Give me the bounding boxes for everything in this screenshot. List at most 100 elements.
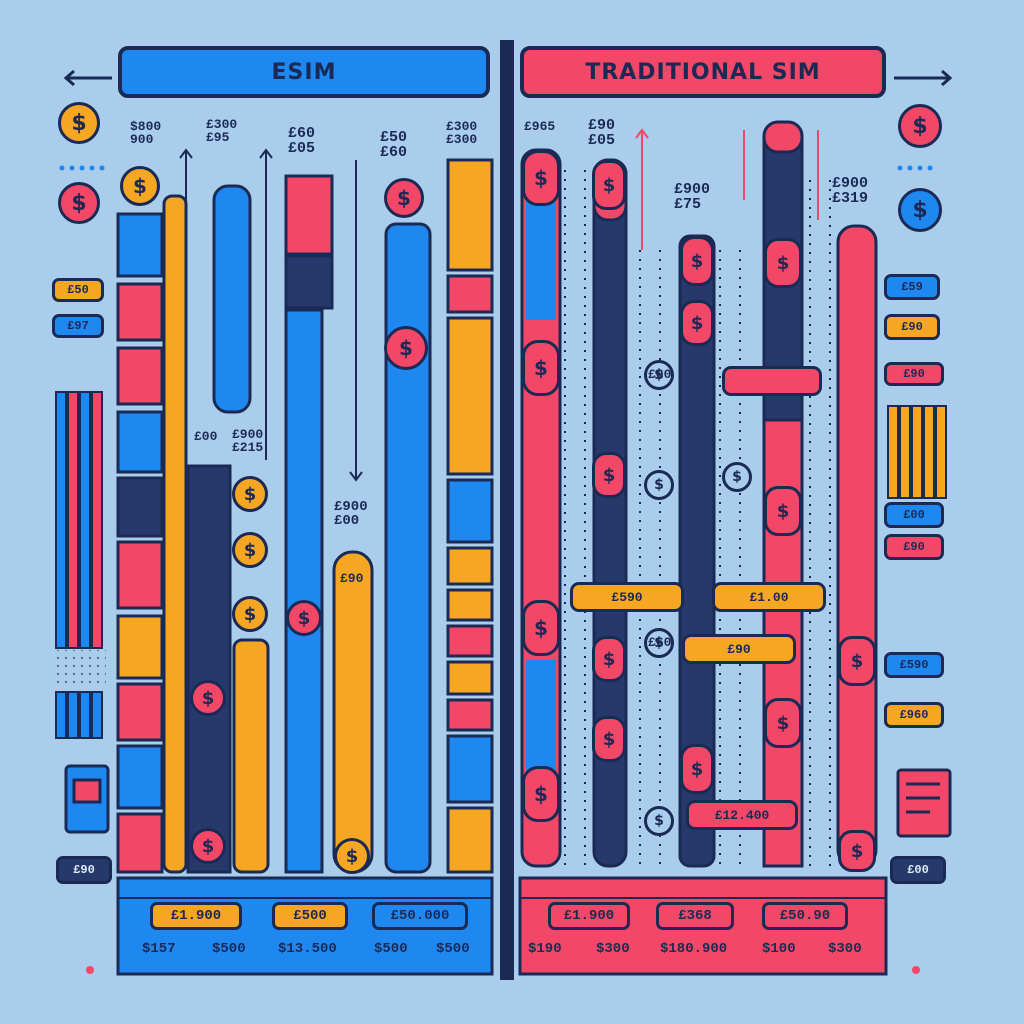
right-price-tag: £90 [884, 362, 944, 386]
right-price-tag: £59 [884, 274, 940, 300]
dollar-coin-icon: $ [644, 806, 674, 836]
esim-summary-sub: $157 [142, 941, 176, 957]
dollar-coin-icon: $ [592, 452, 626, 498]
esim-bar-blue-2 [384, 222, 432, 874]
trad-summary-sub: $100 [762, 941, 796, 957]
dollar-coin-icon: $ [384, 326, 428, 370]
dollar-coin-icon: $ [190, 828, 226, 864]
trad-label-4: £900 £319 [832, 175, 869, 207]
right-document-icon [896, 768, 952, 838]
dollar-coin-icon: $ [680, 744, 714, 794]
dollar-coin-icon: $ [120, 166, 160, 206]
esim-summary-sub: $13.500 [278, 941, 337, 957]
corner-price-tag: £00 [890, 856, 946, 884]
traditional-sim-header-label: TRADITIONAL SIM [585, 59, 821, 85]
right-price-tag: £90 [884, 534, 944, 560]
dollar-coin-icon: $ [680, 236, 714, 286]
esim-stacked-blocks [116, 212, 164, 874]
trad-price-pill: £590 [570, 582, 684, 612]
trad-price-pill [722, 366, 822, 396]
dollar-coin-icon: $ [58, 102, 100, 144]
esim-right-stack [446, 158, 494, 874]
trad-label-3: £900 £75 [674, 181, 711, 213]
trad-label-2: £90 £05 [588, 117, 616, 149]
dollar-coin-icon: $ [764, 486, 802, 536]
sim-card-icon [64, 764, 110, 834]
dollar-coin-icon: $ [334, 838, 370, 874]
esim-bar-orange-1 [162, 194, 188, 874]
right-price-tag: £590 [884, 652, 944, 678]
dollar-coin-icon: $ [764, 238, 802, 288]
esim-summary-sub: $500 [212, 941, 246, 957]
esim-summary-sub: $500 [374, 941, 408, 957]
dollar-coin-icon: $ [898, 188, 942, 232]
dollar-coin-icon: $ [838, 830, 876, 872]
esim-label-1: $800 900 [130, 119, 162, 147]
dotted-separators [59, 165, 933, 171]
dollar-coin-icon: $ [644, 470, 674, 500]
dollar-coin-icon: $ [286, 600, 322, 636]
right-price-tag: £960 [884, 702, 944, 728]
dollar-coin-icon: $ [522, 340, 560, 396]
esim-bar-blue-tall [284, 308, 324, 874]
esim-summary-value: £50.000 [372, 902, 468, 930]
esim-label-9: £90 [340, 571, 364, 586]
trad-bar-red-2 [836, 224, 878, 868]
dollar-coin-icon: $ [190, 680, 226, 716]
header-arrows [63, 69, 953, 87]
esim-label-3: £60 £05 [288, 125, 316, 157]
dollar-coin-icon: $ [384, 178, 424, 218]
dollar-coin-icon: $ [522, 766, 560, 822]
traditional-sim-header: TRADITIONAL SIM [520, 46, 886, 98]
esim-label-4: £50 £60 [380, 129, 408, 161]
trad-price-pill: £1.00 [712, 582, 826, 612]
dollar-coin-icon: $ [838, 636, 876, 686]
trad-summary-sub: $190 [528, 941, 562, 957]
trad-summary-sub: $180.900 [660, 941, 728, 957]
right-price-tag: £00 [884, 502, 944, 528]
esim-red-cap [284, 174, 334, 256]
trad-summary-sub: $300 [828, 941, 862, 957]
dollar-coin-icon: $ [58, 182, 100, 224]
corner-price-tag: £90 [56, 856, 112, 884]
dollar-coin-icon: $ [644, 628, 674, 658]
esim-label-8: £900 £00 [334, 499, 368, 529]
dollar-coin-icon: $ [592, 716, 626, 762]
trad-summary-value: £368 [656, 902, 734, 930]
dollar-coin-icon: $ [722, 462, 752, 492]
right-decor-bars [887, 405, 947, 499]
left-price-tag: £50 [52, 278, 104, 302]
trad-summary-value: £50.90 [762, 902, 848, 930]
dollar-coin-icon: $ [232, 596, 268, 632]
trad-label-5: £00 [648, 367, 672, 382]
left-decor-bars [55, 391, 103, 739]
trad-label-1: £965 [524, 119, 556, 134]
dollar-coin-icon: $ [592, 636, 626, 682]
dollar-coin-icon: $ [644, 360, 674, 390]
esim-header-label: ESIM [271, 59, 337, 85]
center-divider [500, 40, 514, 980]
trad-summary-value: £1.900 [548, 902, 630, 930]
trad-arrows [635, 128, 819, 250]
esim-label-5: £300 £300 [446, 119, 478, 147]
esim-label-7: £900 £215 [232, 427, 264, 455]
dollar-coin-icon: $ [522, 150, 560, 206]
esim-label-6: £00 [194, 429, 218, 444]
esim-bar-blue-short [212, 184, 252, 414]
dollar-coin-icon: $ [232, 476, 268, 512]
esim-header: ESIM [118, 46, 490, 98]
trad-price-pill: £90 [682, 634, 796, 664]
dollar-coin-icon: $ [522, 600, 560, 656]
esim-summary-value: £1.900 [150, 902, 242, 930]
trad-label-6: £60 [648, 635, 672, 650]
dollar-coin-icon: $ [898, 104, 942, 148]
dollar-coin-icon: $ [592, 160, 626, 210]
esim-summary-sub: $500 [436, 941, 470, 957]
esim-bar-orange-3 [332, 550, 374, 874]
dollar-coin-icon: $ [232, 532, 268, 568]
esim-arrows [179, 148, 363, 482]
trad-price-pill: £12.400 [686, 800, 798, 830]
esim-bar-orange-2 [232, 638, 270, 874]
